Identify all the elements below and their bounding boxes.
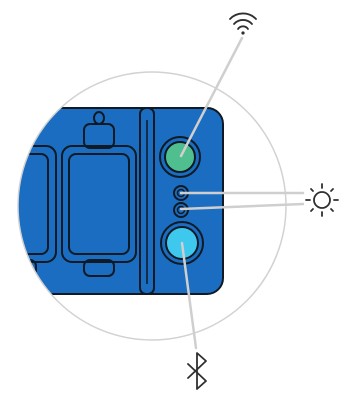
magnifier-ring <box>17 71 287 341</box>
sun-icon <box>305 183 339 217</box>
magnified-device <box>18 107 224 295</box>
leader-lines <box>179 36 305 350</box>
leader-line-bluetooth <box>180 241 198 350</box>
leader-line-led-lower <box>179 202 305 211</box>
device-body <box>18 107 224 295</box>
bluetooth-icon <box>187 352 207 390</box>
wifi-icon <box>229 12 257 35</box>
wifi-button <box>159 136 201 178</box>
leader-line-wifi <box>179 36 244 158</box>
slot-middle <box>61 111 137 277</box>
